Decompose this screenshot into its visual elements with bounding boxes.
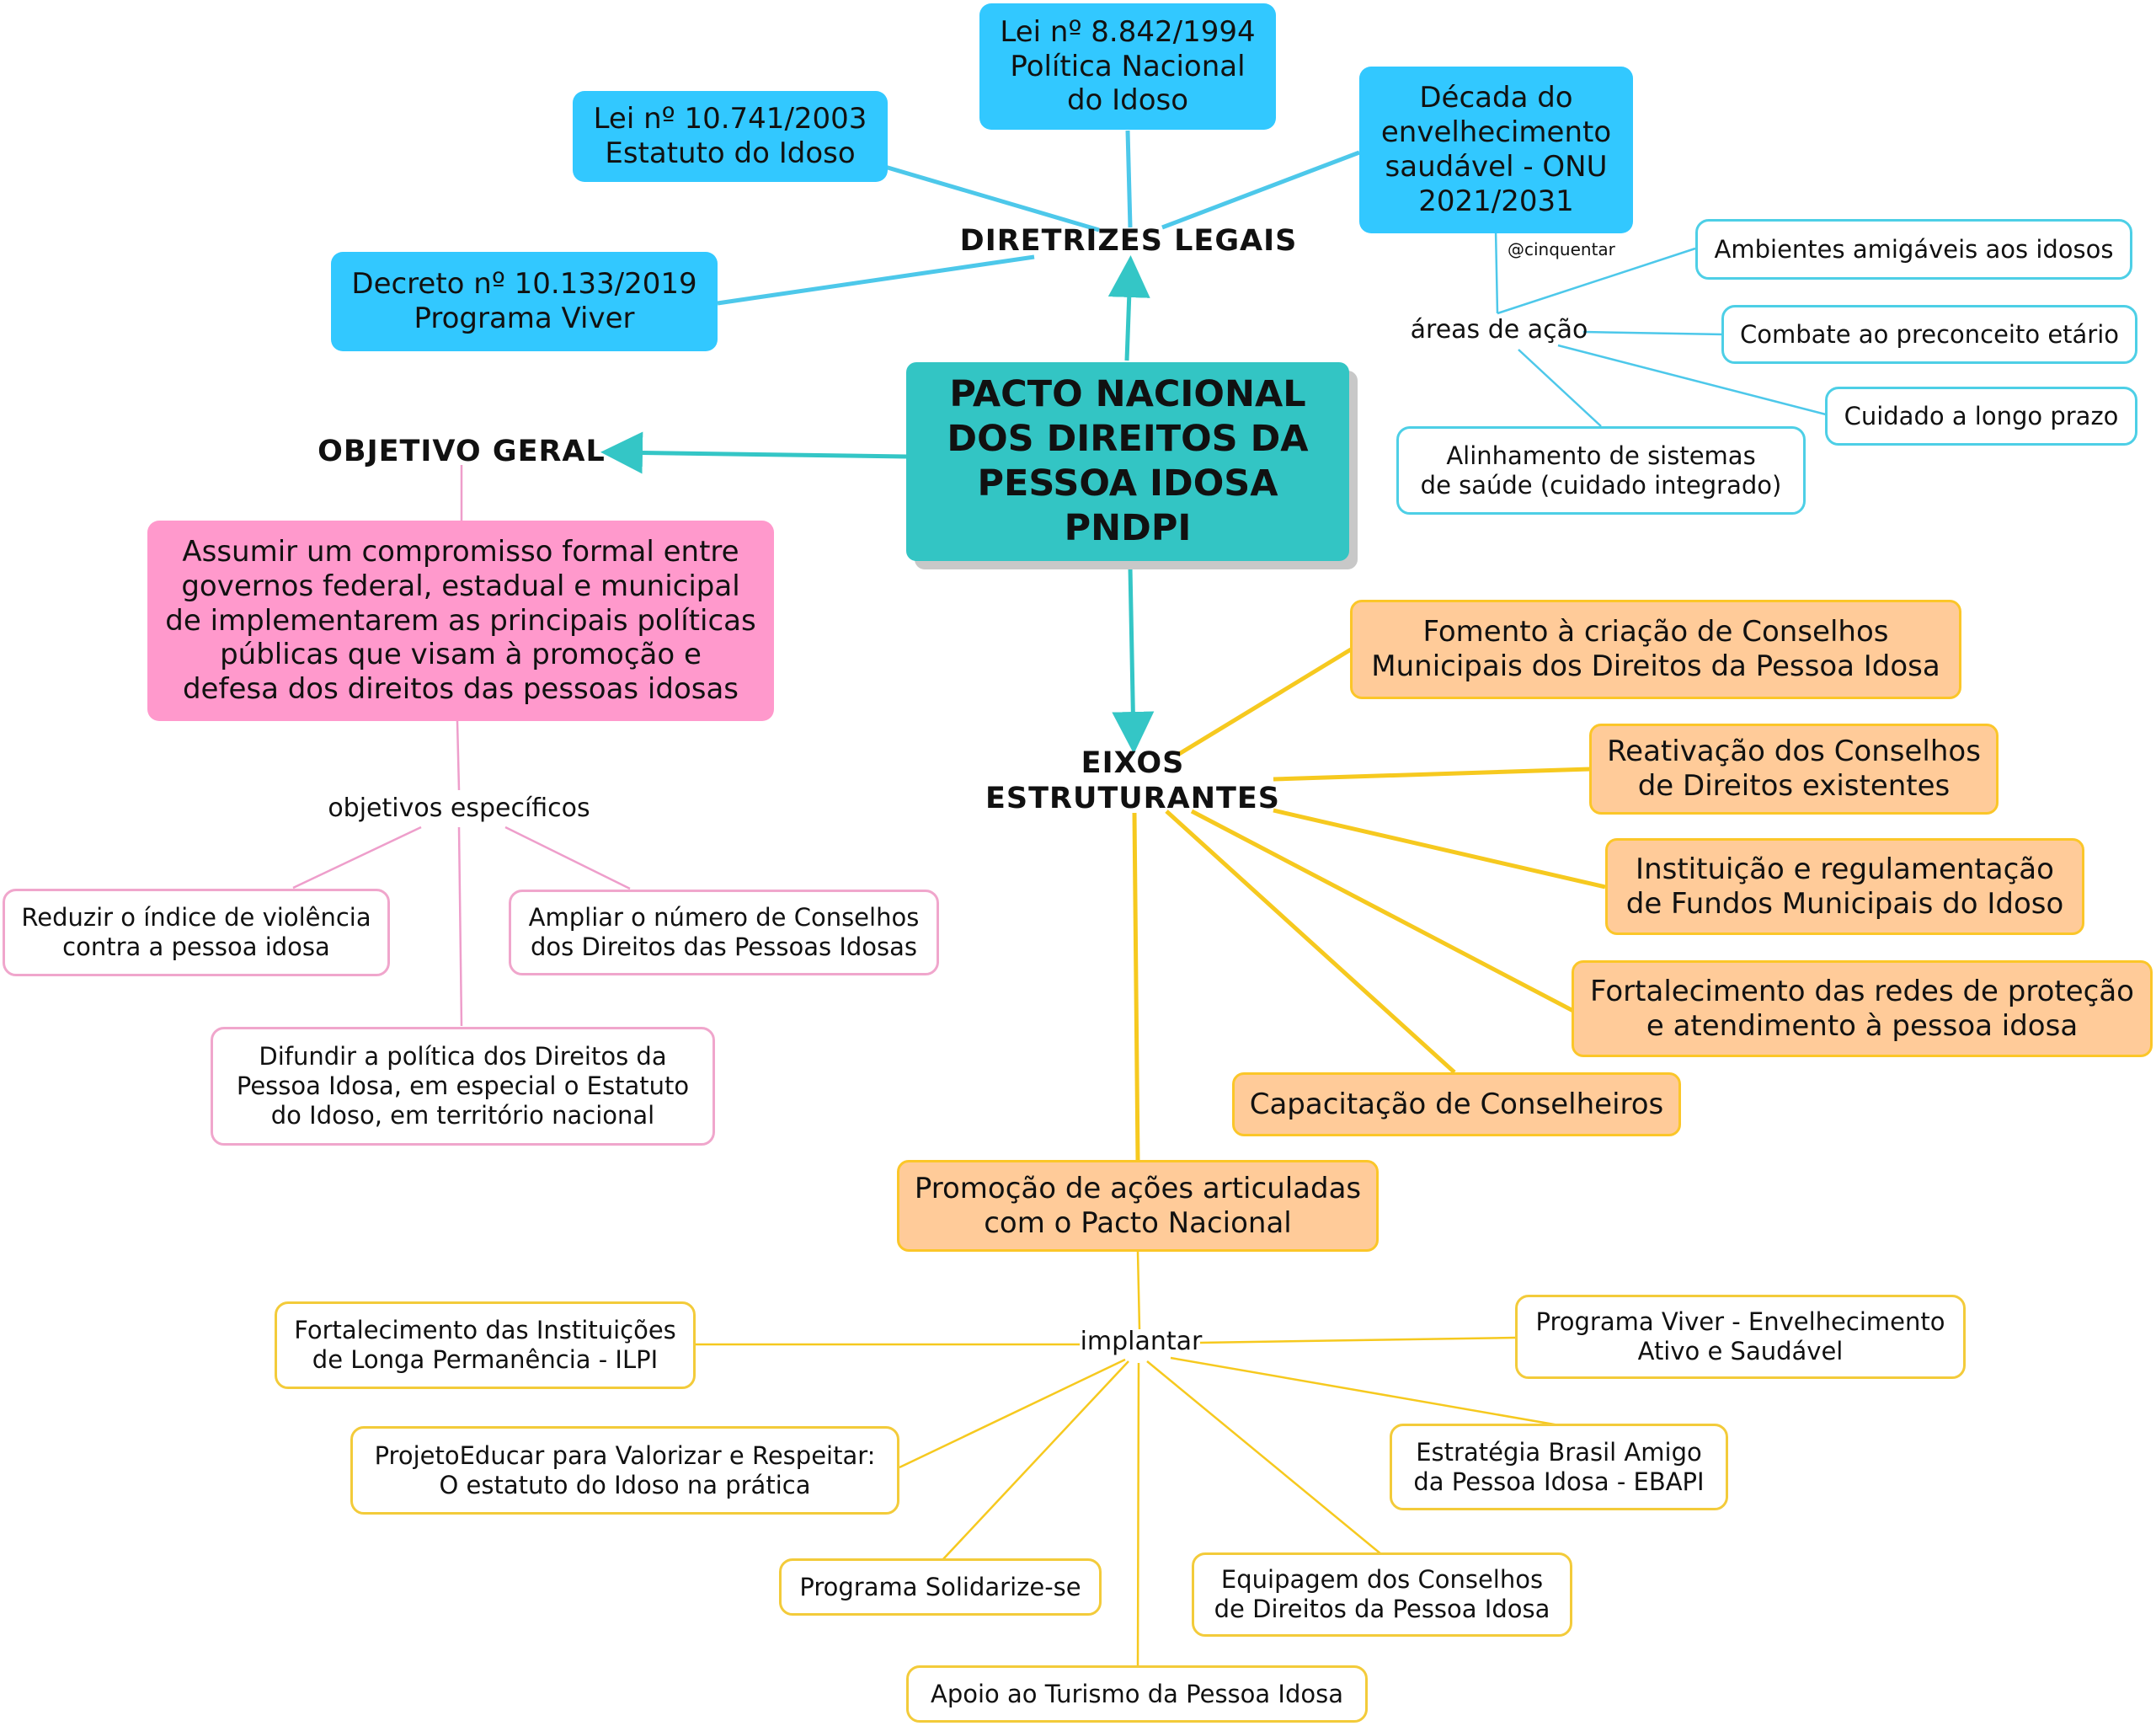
- decada-envelhecimento-node: Década do envelhecimento saudável - ONU …: [1359, 67, 1633, 233]
- lei-10741-node: Lei nº 10.741/2003 Estatuto do Idoso: [573, 91, 888, 182]
- objetivo-geral-heading: OBJETIVO GERAL: [318, 435, 606, 468]
- area-cuidado: Cuidado a longo prazo: [1825, 387, 2137, 446]
- eixo-fomento-conselhos: Fomento à criação de Conselhos Municipai…: [1350, 600, 1961, 699]
- objetivo-difundir-politica: Difundir a política dos Direitos da Pess…: [211, 1027, 715, 1146]
- areas-de-acao-label: áreas de ação: [1410, 315, 1588, 345]
- area-preconceito: Combate ao preconceito etário: [1721, 305, 2137, 364]
- objetivo-ampliar-conselhos: Ampliar o número de Conselhos dos Direit…: [509, 890, 939, 975]
- lei-8842-node: Lei nº 8.842/1994 Política Nacional do I…: [979, 3, 1276, 130]
- eixos-estruturantes-heading: EIXOS ESTRUTURANTES: [985, 746, 1280, 815]
- diretrizes-legais-heading: DIRETRIZES LEGAIS: [959, 224, 1298, 258]
- area-ambientes: Ambientes amigáveis aos idosos: [1695, 219, 2132, 280]
- implantar-solidarize-se: Programa Solidarize-se: [779, 1558, 1102, 1616]
- implantar-equipagem-conselhos: Equipagem dos Conselhos de Direitos da P…: [1192, 1552, 1572, 1637]
- eixo-redes-protecao: Fortalecimento das redes de proteção e a…: [1572, 960, 2153, 1057]
- arrow-to-eixos: [1112, 567, 1155, 754]
- central-topic: PACTO NACIONAL DOS DIREITOS DA PESSOA ID…: [906, 362, 1349, 561]
- objetivo-reduzir-violencia: Reduzir o índice de violência contra a p…: [3, 889, 390, 976]
- decreto-10133-node: Decreto nº 10.133/2019 Programa Viver: [331, 252, 718, 351]
- eixo-fundos-municipais: Instituição e regulamentação de Fundos M…: [1605, 838, 2084, 935]
- implantar-programa-viver: Programa Viver - Envelhecimento Ativo e …: [1515, 1295, 1966, 1379]
- objetivo-geral-text: Assumir um compromisso formal entre gove…: [147, 521, 774, 721]
- eixo-reativacao-conselhos: Reativação dos Conselhos de Direitos exi…: [1589, 724, 1999, 815]
- implantar-projeto-educar: ProjetoEducar para Valorizar e Respeitar…: [350, 1426, 899, 1515]
- implantar-label: implantar: [1080, 1327, 1203, 1356]
- eixo-capacitacao: Capacitação de Conselheiros: [1232, 1072, 1681, 1136]
- credit-label: @cinquentar: [1508, 239, 1615, 259]
- objetivos-especificos-label: objetivos específicos: [328, 794, 590, 823]
- arrow-to-diretrizes: [1107, 255, 1150, 361]
- eixo-promocao-acoes: Promoção de ações articuladas com o Pact…: [897, 1160, 1379, 1252]
- area-alinhamento: Alinhamento de sistemas de saúde (cuidad…: [1396, 426, 1806, 515]
- implantar-ilpi: Fortalecimento das Instituições de Longa…: [275, 1301, 696, 1389]
- implantar-ebapi: Estratégia Brasil Amigo da Pessoa Idosa …: [1390, 1424, 1728, 1510]
- implantar-turismo: Apoio ao Turismo da Pessoa Idosa: [906, 1665, 1368, 1723]
- arrow-to-objetivo: [600, 431, 907, 474]
